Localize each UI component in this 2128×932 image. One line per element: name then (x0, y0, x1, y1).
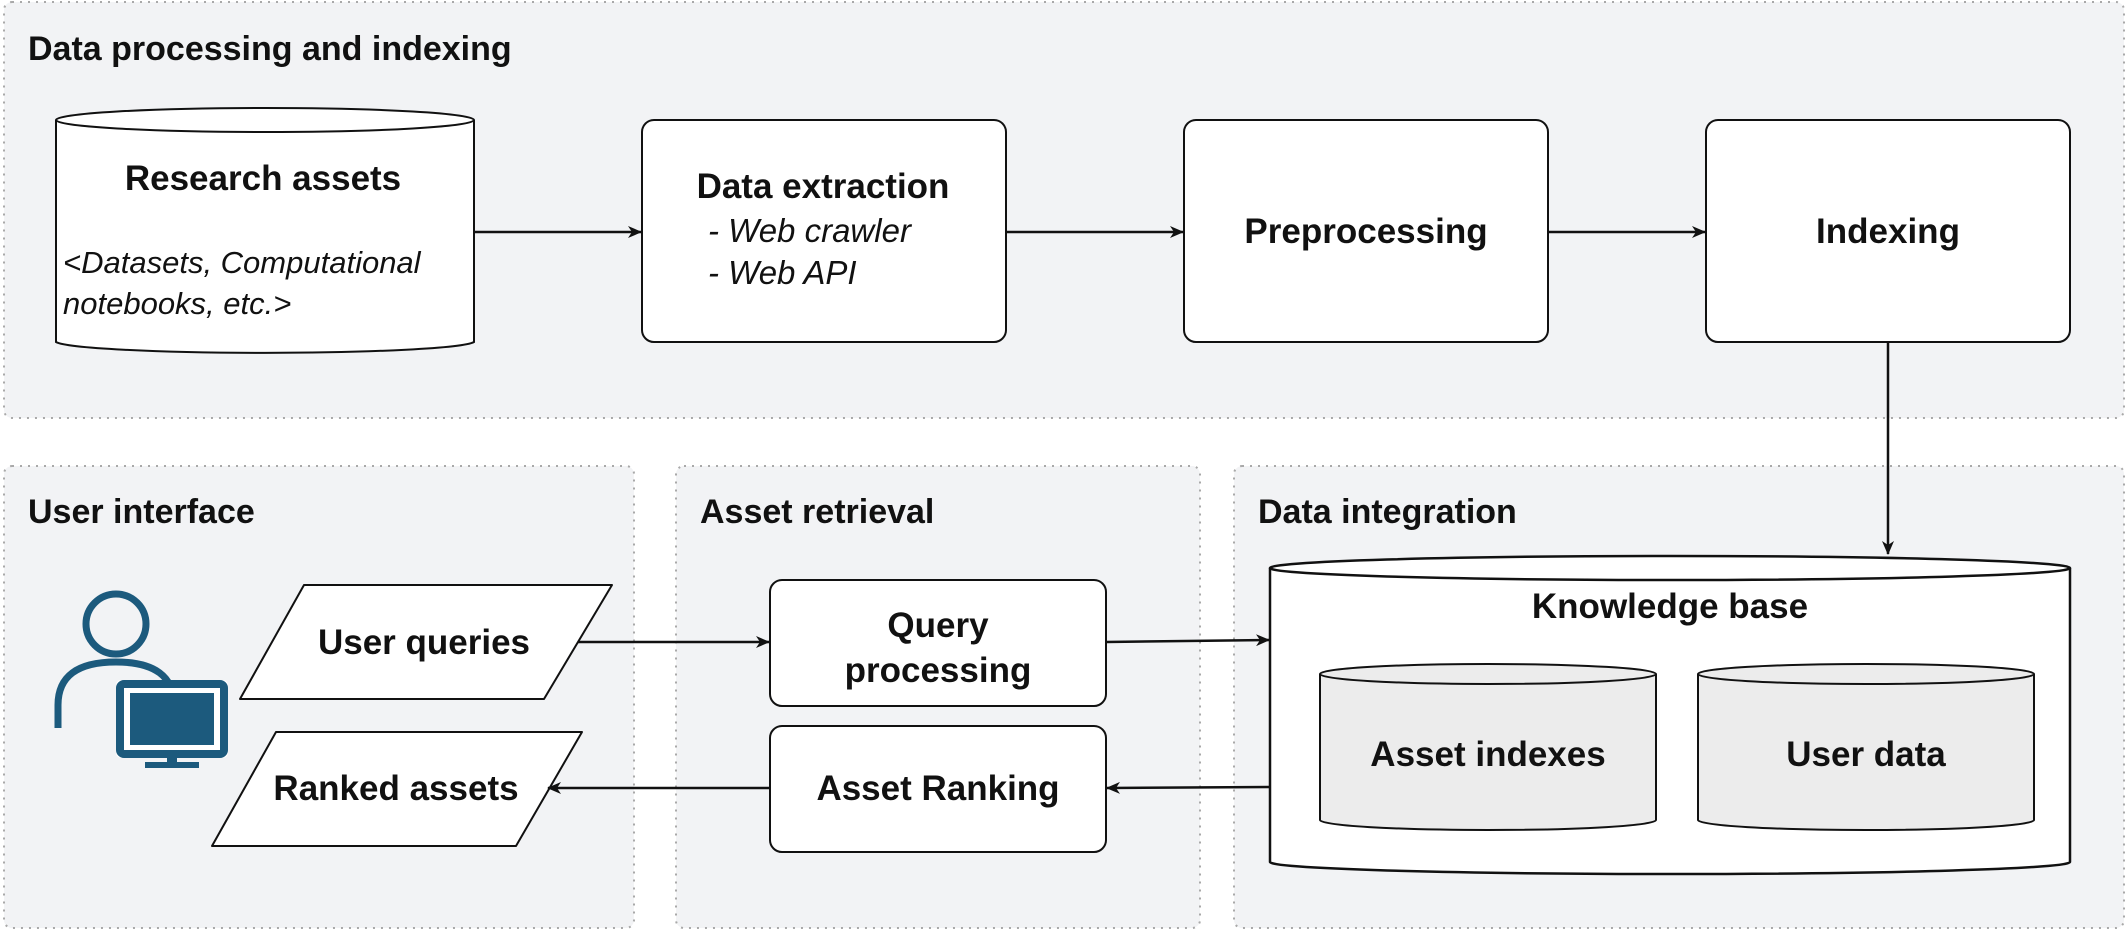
indexing-label: Indexing (1816, 212, 1960, 251)
query-processing-label-1: Query (887, 606, 989, 645)
asset-indexes-database: Asset indexes (1319, 663, 1657, 831)
section-title-data-integration: Data integration (1258, 493, 1517, 531)
section-title-asset-retrieval: Asset retrieval (700, 493, 934, 531)
data-extraction-item-2: - Web API (708, 254, 857, 291)
data-extraction-title: Data extraction (697, 167, 950, 206)
user-at-computer-icon (54, 590, 228, 768)
section-processing (3, 1, 2125, 419)
knowledge-base-database: Knowledge base Asset indexes User data (1268, 554, 2072, 876)
ranked-assets-label: Ranked assets (273, 769, 518, 808)
user-data-database: User data (1697, 663, 2035, 831)
query-processing-label-2: processing (845, 651, 1032, 690)
research-assets-detail-1: <Datasets, Computational (63, 245, 422, 280)
indexing-box: Indexing (1705, 119, 2071, 343)
section-title-user-interface: User interface (28, 493, 255, 531)
user-data-label: User data (1786, 735, 1946, 774)
data-extraction-item-1: - Web crawler (708, 212, 913, 249)
asset-ranking-box: Asset Ranking (769, 725, 1107, 853)
arrow-query-processing-to-knowledge-base (1105, 634, 1270, 647)
arrow-knowledge-base-to-ranking (1106, 781, 1271, 794)
section-title-processing: Data processing and indexing (28, 30, 512, 68)
research-assets-detail-2: notebooks, etc.> (63, 286, 291, 321)
asset-indexes-label: Asset indexes (1370, 735, 1605, 774)
ranked-assets-node: Ranked assets (211, 731, 583, 847)
data-extraction-box: Data extraction - Web crawler - Web API (641, 119, 1007, 343)
user-queries-node: User queries (239, 584, 613, 700)
query-processing-box: Query processing (769, 579, 1107, 707)
user-queries-label: User queries (318, 623, 530, 662)
asset-ranking-label: Asset Ranking (816, 769, 1059, 808)
research-assets-database: Research assets <Datasets, Computational… (55, 107, 475, 354)
research-assets-title: Research assets (125, 159, 401, 198)
knowledge-base-title: Knowledge base (1532, 587, 1808, 626)
preprocessing-label: Preprocessing (1244, 212, 1487, 251)
preprocessing-box: Preprocessing (1183, 119, 1549, 343)
